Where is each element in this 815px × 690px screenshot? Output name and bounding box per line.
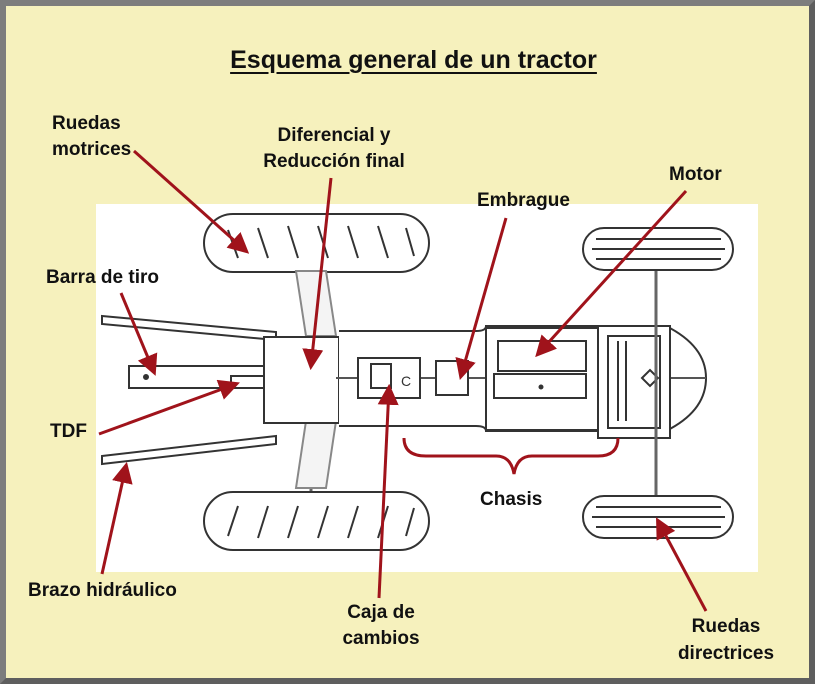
- svg-text:C: C: [401, 373, 411, 389]
- label-ruedas-motrices-1: Ruedas: [52, 113, 121, 134]
- front-wheel-top: [582, 227, 734, 271]
- tractor-diagram: C: [96, 149, 758, 612]
- label-brazo-hidraulico: Brazo hidráulico: [28, 580, 177, 601]
- arrow-diferencial: [302, 177, 333, 371]
- label-tdf: TDF: [50, 421, 87, 442]
- label-barra-de-tiro: Barra de tiro: [46, 267, 159, 288]
- arrow-barra-tiro: [119, 292, 158, 376]
- label-diferencial-1: Diferencial y: [277, 125, 391, 146]
- arrow-ruedas-directrices: [656, 517, 708, 612]
- page-title: Esquema general de un tractor: [230, 46, 597, 74]
- label-ruedas-motrices-2: motrices: [52, 139, 132, 160]
- pointer-arrows: [98, 149, 708, 612]
- arrow-ruedas-motrices: [133, 149, 250, 254]
- tractor-drawing: C: [101, 213, 734, 551]
- arrow-embrague: [455, 217, 508, 381]
- arrow-caja: [377, 383, 399, 599]
- rear-wheel-bottom: [203, 491, 430, 551]
- label-chasis: Chasis: [480, 489, 543, 510]
- arrow-brazo: [100, 461, 133, 575]
- label-caja-2: cambios: [342, 628, 420, 649]
- label-embrague: Embrague: [477, 190, 570, 211]
- label-ruedas-directrices-1: Ruedas: [691, 616, 761, 637]
- arrow-tdf: [98, 379, 240, 436]
- arrow-motor: [535, 189, 688, 358]
- label-motor: Motor: [669, 164, 722, 185]
- label-caja-1: Caja de: [347, 602, 415, 623]
- label-diferencial-2: Reducción final: [263, 151, 405, 172]
- label-ruedas-directrices-2: directrices: [677, 643, 775, 664]
- chasis-brace: [402, 437, 620, 475]
- front-wheel-bottom: [582, 495, 734, 539]
